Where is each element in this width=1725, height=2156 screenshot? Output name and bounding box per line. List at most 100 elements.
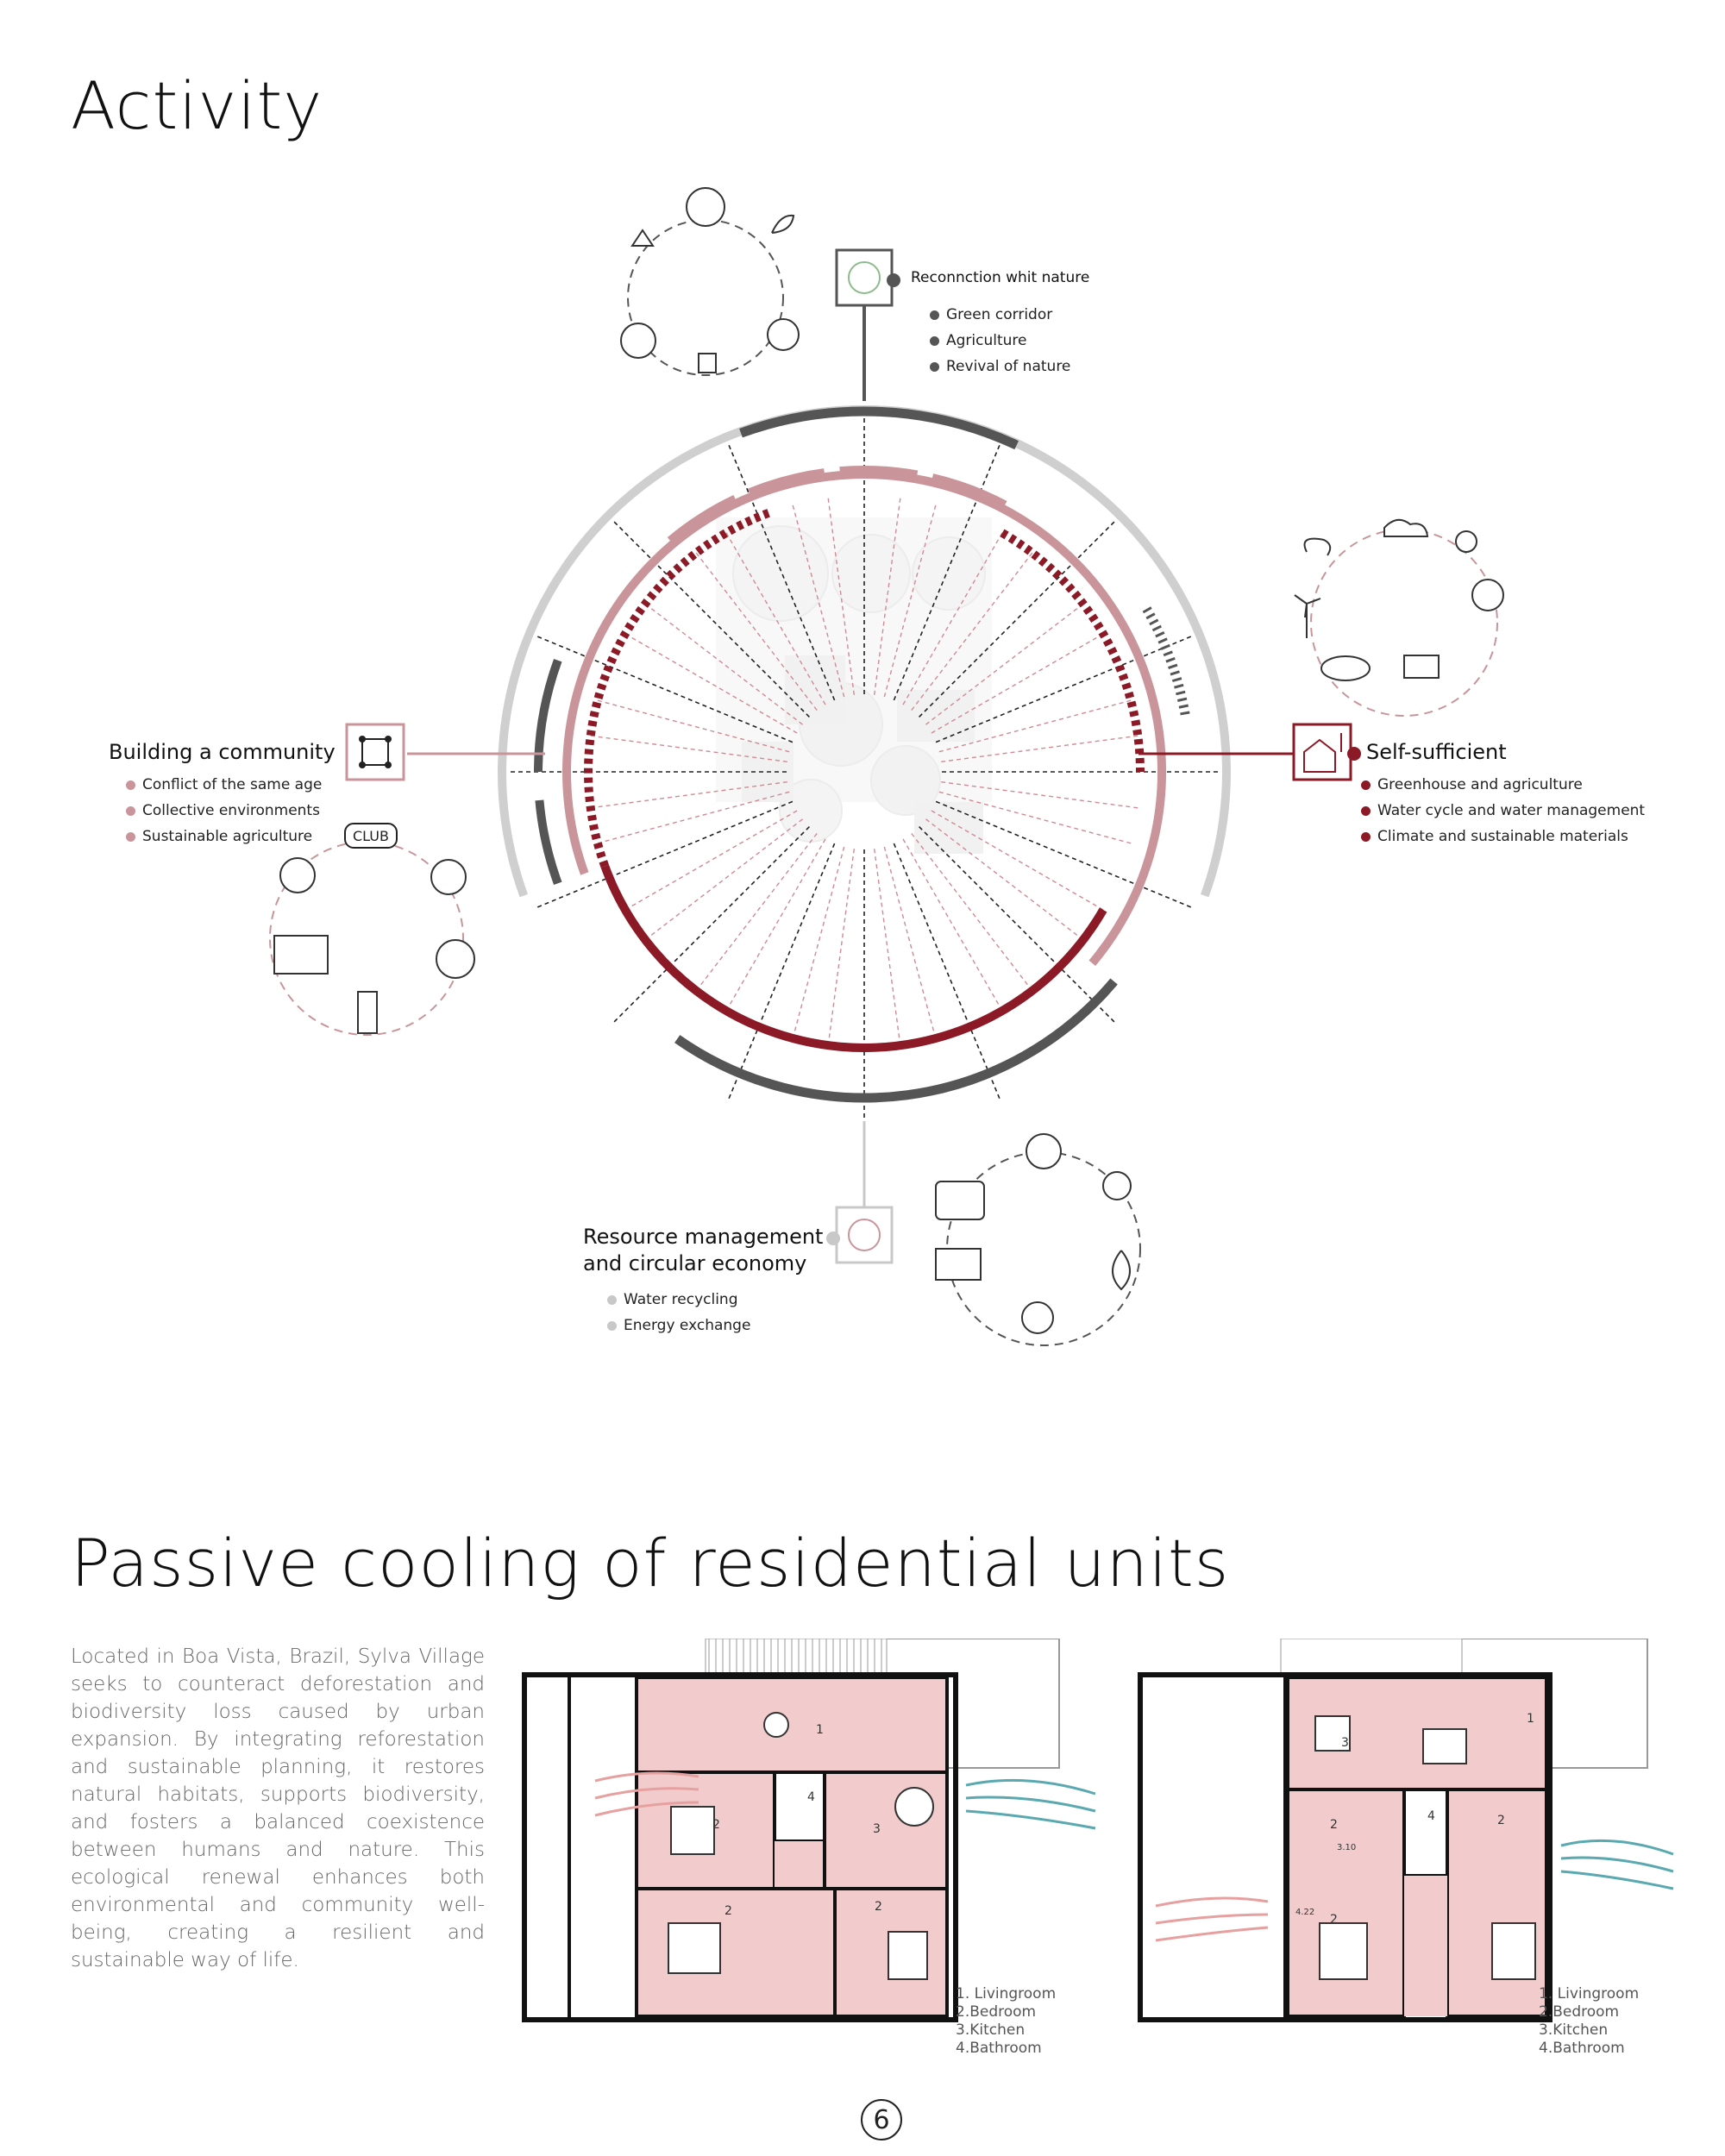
activity-title: Activity bbox=[71, 67, 323, 144]
self-list: Greenhouse and agriculture Water cycle a… bbox=[1361, 772, 1645, 849]
floor-plan-a: 1 2 3 4 2 2 bbox=[522, 1639, 1096, 2022]
living-room bbox=[635, 1676, 949, 1774]
activity-rings bbox=[498, 405, 1231, 1103]
radial-line bbox=[938, 791, 1132, 844]
radial-line bbox=[911, 832, 1033, 992]
activity-diagram: CLUB bbox=[269, 187, 1504, 1346]
site-plan bbox=[716, 517, 992, 854]
radial-line bbox=[911, 552, 1033, 711]
cool-air-arrows bbox=[965, 1778, 1096, 1830]
bullet-dot bbox=[126, 805, 135, 816]
room-number: 4 bbox=[807, 1790, 815, 1804]
bullet-dot bbox=[126, 831, 135, 842]
bedroom-1 bbox=[1286, 1788, 1406, 2018]
solar-panel-icon bbox=[1403, 655, 1440, 679]
recycle-icon bbox=[848, 1219, 881, 1251]
bullet-dot bbox=[930, 310, 939, 320]
radial-line bbox=[590, 781, 787, 809]
bullet-dot bbox=[607, 1294, 617, 1305]
nature-title: Reconnction whit nature bbox=[911, 269, 1090, 286]
radial-line bbox=[792, 846, 845, 1039]
self-ring bbox=[600, 864, 1107, 1052]
nature-list: Green corridor Agriculture Revival of na… bbox=[930, 302, 1070, 379]
radial-line bbox=[613, 826, 810, 1023]
resource-list: Water recycling Energy exchange bbox=[607, 1287, 750, 1338]
radial-line bbox=[883, 505, 937, 698]
radial-line bbox=[695, 552, 818, 711]
resource-icon-cycle bbox=[935, 1133, 1141, 1346]
handshake-icon bbox=[357, 991, 378, 1034]
cooling-title: Passive cooling of residential units bbox=[71, 1525, 1230, 1601]
list-item: Water recycling bbox=[607, 1287, 750, 1313]
list-item: Greenhouse and agriculture bbox=[1361, 772, 1645, 798]
ecosystem-icon bbox=[935, 1181, 985, 1220]
legend-item: 3.Kitchen bbox=[956, 2021, 1026, 2039]
dark-ring-dashes bbox=[1142, 606, 1190, 717]
sprout-hand-icon bbox=[771, 214, 795, 234]
radial-line bbox=[597, 699, 790, 753]
club-sign-icon bbox=[344, 823, 398, 849]
bed bbox=[1491, 1922, 1536, 1980]
radial-line bbox=[902, 838, 1003, 1012]
nature-ring-segment bbox=[739, 406, 1019, 450]
radial-line bbox=[902, 532, 1003, 705]
world-recycle-icon bbox=[620, 323, 656, 359]
group-icon bbox=[361, 738, 389, 766]
dining-table bbox=[1314, 1715, 1351, 1752]
radial-connection-lines bbox=[511, 418, 1218, 1125]
nature-icon-cycle bbox=[620, 187, 800, 376]
farmer-icon bbox=[1455, 530, 1477, 553]
self-icon-cycle bbox=[1294, 518, 1504, 717]
radial-line bbox=[644, 603, 804, 725]
radial-line bbox=[827, 849, 855, 1046]
team-celebration-icon bbox=[273, 935, 329, 975]
kitchen bbox=[823, 1771, 949, 1890]
cool-air-arrows bbox=[1560, 1839, 1674, 1890]
legend-plan-b: 1. Livingroom 2.Bedroom 3.Kitchen 4.Bath… bbox=[1539, 1985, 1639, 2058]
legend-item: 4.Bathroom bbox=[956, 2040, 1042, 2057]
radial-line bbox=[883, 846, 937, 1039]
legend-item: 1. Livingroom bbox=[1539, 1985, 1640, 2002]
hands-plant-icon bbox=[436, 939, 475, 979]
plug-bulb-icon bbox=[1102, 1171, 1132, 1200]
dimension-label: 3.10 bbox=[1337, 1843, 1356, 1852]
bed bbox=[670, 1806, 715, 1855]
leaves-icon bbox=[767, 318, 800, 351]
room-number: 2 bbox=[875, 1900, 882, 1914]
room-number: 3 bbox=[873, 1822, 881, 1836]
energy-bulb-icon bbox=[1021, 1301, 1054, 1334]
room-number: 2 bbox=[712, 1818, 720, 1832]
fruit-tree-icon bbox=[1471, 579, 1504, 611]
tree-icon bbox=[848, 261, 881, 294]
kitchen-island bbox=[1422, 1728, 1467, 1764]
bed bbox=[1319, 1922, 1368, 1980]
bedroom-2 bbox=[635, 1887, 837, 2018]
radial-line bbox=[827, 498, 855, 695]
bullet-dot bbox=[930, 335, 939, 346]
radial-line bbox=[725, 532, 826, 705]
cow-icon bbox=[1320, 655, 1371, 681]
recycle-arrows-icon bbox=[630, 229, 655, 247]
bed bbox=[888, 1931, 928, 1980]
round-table bbox=[894, 1787, 934, 1827]
watering-can-icon bbox=[1303, 537, 1332, 556]
radial-line bbox=[931, 810, 1104, 911]
radial-line bbox=[941, 781, 1138, 809]
wind-turbine-icon bbox=[1026, 1133, 1062, 1169]
bed bbox=[668, 1922, 721, 1974]
description-paragraph: Located in Boa Vista, Brazil, Sylva Vill… bbox=[71, 1645, 485, 1971]
radial-line bbox=[925, 818, 1084, 941]
radial-line bbox=[874, 849, 901, 1046]
bullet-dot bbox=[1361, 831, 1371, 842]
circle-of-people-icon bbox=[279, 857, 316, 893]
radial-line bbox=[925, 603, 1084, 725]
community-icon-box bbox=[345, 723, 405, 781]
radial-line bbox=[590, 735, 787, 762]
resource-title-line1: Resource management bbox=[583, 1225, 824, 1249]
resource-title-line2: and circular economy bbox=[583, 1251, 807, 1275]
radial-line bbox=[624, 633, 798, 734]
community-title: Building a community bbox=[109, 740, 336, 764]
self-ring-dashed bbox=[1000, 529, 1145, 773]
legend-item: 2.Bedroom bbox=[1539, 2003, 1620, 2021]
solar-panel-icon bbox=[935, 1248, 982, 1281]
